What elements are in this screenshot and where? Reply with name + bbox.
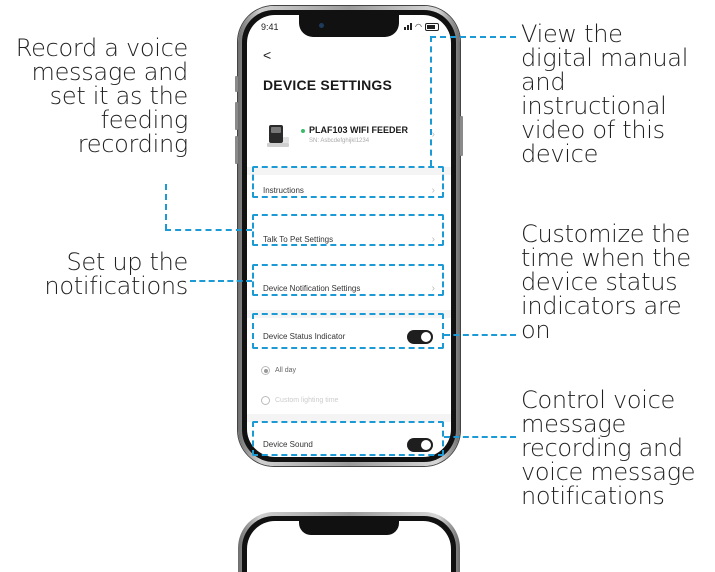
feeder-device-icon (267, 125, 289, 147)
signal-icon (404, 23, 413, 30)
chevron-right-icon: › (431, 234, 435, 245)
highlight-talk-to-pet (252, 214, 444, 246)
leader-line (165, 229, 252, 231)
row-instructions[interactable]: Instructions › (257, 177, 441, 207)
status-indicator-toggle[interactable] (407, 330, 433, 344)
app-screen: 9:41 ◠ < DEVICE SETTINGS PLAF103 WIFI FE… (247, 15, 451, 457)
highlight-device-sound (252, 421, 444, 456)
leader-line (430, 36, 516, 38)
row-talk-to-pet[interactable]: Talk To Pet Settings › (257, 226, 441, 256)
highlight-status-indicator (252, 313, 444, 349)
notch (299, 521, 399, 535)
device-card[interactable]: PLAF103 WIFI FEEDER SN: Asbcdefghijkl123… (257, 107, 441, 167)
volume-up-button (235, 102, 238, 130)
volume-down-button (235, 136, 238, 164)
radio-unchecked-icon (261, 396, 270, 405)
battery-icon (425, 22, 439, 31)
row-device-sound: Device Sound (257, 431, 441, 457)
wifi-icon: ◠ (415, 22, 422, 31)
callout-manual: View the digital manual and instructiona… (521, 20, 689, 168)
device-sound-toggle[interactable] (407, 438, 433, 452)
notch (299, 15, 399, 37)
row-label: Device Status Indicator (263, 332, 346, 341)
highlight-instructions (252, 166, 444, 198)
mute-switch (235, 76, 238, 92)
chevron-right-icon: › (431, 185, 435, 196)
back-button[interactable]: < (263, 47, 272, 63)
online-status-dot (301, 128, 305, 133)
status-time: 9:41 (261, 22, 279, 32)
phone-frame: 9:41 ◠ < DEVICE SETTINGS PLAF103 WIFI FE… (235, 6, 463, 466)
callout-sound: Control voice message recording and voic… (521, 386, 696, 510)
row-label: Talk To Pet Settings (263, 235, 334, 244)
chevron-right-icon: › (431, 129, 435, 140)
radio-label: Custom lighting time (275, 397, 339, 404)
leader-line (190, 280, 252, 282)
leader-line (165, 184, 167, 230)
radio-checked-icon (261, 366, 270, 375)
device-name: PLAF103 WIFI FEEDER (301, 125, 408, 135)
row-status-indicator: Device Status Indicator (257, 323, 441, 353)
row-notification-settings[interactable]: Device Notification Settings › (257, 275, 441, 305)
radio-custom-time[interactable]: Custom lighting time (261, 396, 338, 405)
leader-line (444, 334, 516, 336)
chevron-right-icon: › (431, 283, 435, 294)
row-label: Device Sound (263, 440, 313, 449)
highlight-notification (252, 264, 444, 296)
leader-line (444, 436, 516, 438)
row-label: Device Notification Settings (263, 284, 361, 293)
row-label: Instructions (263, 186, 304, 195)
device-serial: SN: Asbcdefghijkl1234 (309, 138, 370, 144)
callout-notifications: Set up the notifications (44, 248, 188, 300)
section-divider (247, 414, 451, 422)
status-icons: ◠ (404, 22, 439, 31)
radio-all-day[interactable]: All day (261, 366, 296, 375)
leader-line (430, 36, 432, 166)
section-divider (247, 167, 451, 175)
callout-indicators: Customize the time when the device statu… (521, 220, 691, 344)
page-title: DEVICE SETTINGS (263, 77, 393, 93)
radio-label: All day (275, 367, 297, 374)
phone-frame-secondary (238, 512, 460, 572)
power-button (460, 116, 463, 156)
callout-record-voice: Record a voice message and set it as the… (15, 34, 189, 158)
